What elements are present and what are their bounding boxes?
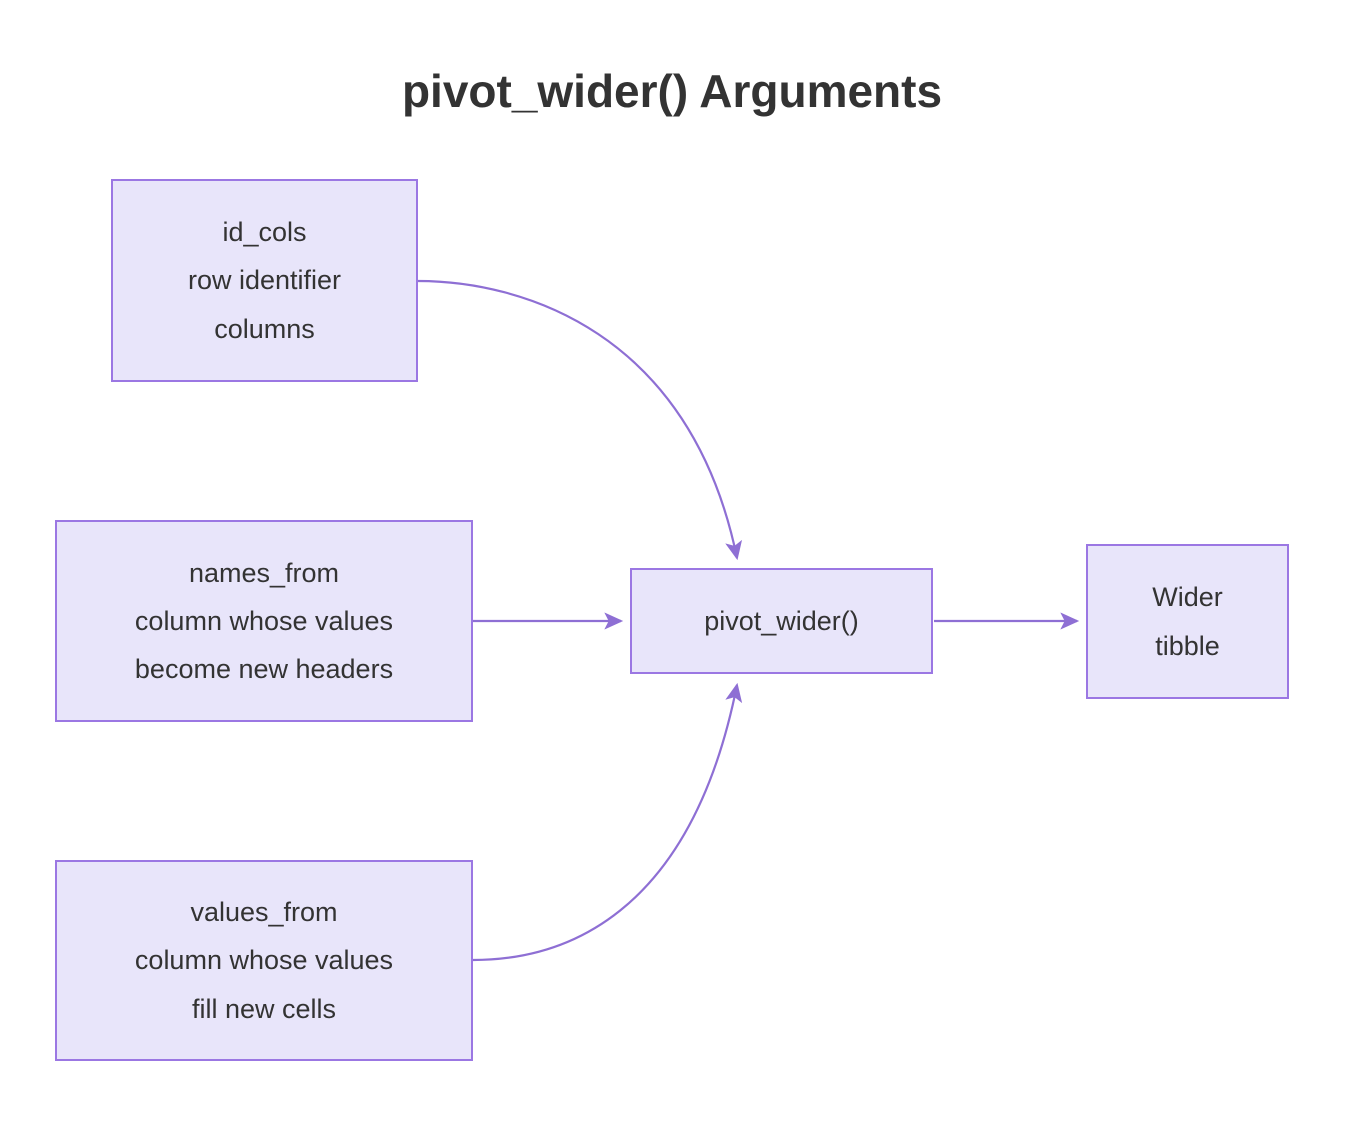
- node-values-from[interactable]: values_from column whose values fill new…: [55, 860, 473, 1061]
- node-id-cols[interactable]: id_cols row identifier columns: [111, 179, 418, 382]
- edge-id-cols-to-pivot-wider: [417, 279, 743, 561]
- node-wider-tibble-line-2: tibble: [1155, 630, 1220, 661]
- node-names-from-line-2: column whose values: [134, 605, 394, 636]
- node-pivot-wider-line-1: pivot_wider(): [704, 605, 859, 636]
- node-id-cols-line-1: id_cols: [222, 217, 307, 248]
- page-title: pivot_wider() Arguments: [401, 65, 943, 117]
- node-names-from-line-3: become new headers: [134, 654, 394, 685]
- node-wider-tibble[interactable]: Wider tibble: [1086, 544, 1289, 699]
- node-id-cols-line-3: columns: [214, 313, 315, 344]
- node-names-from[interactable]: names_from column whose values become ne…: [55, 520, 473, 722]
- node-names-from-line-1: names_from: [188, 557, 340, 588]
- node-values-from-line-1: values_from: [190, 897, 338, 928]
- node-values-from-line-2: column whose values: [134, 945, 394, 976]
- edge-values-from-to-pivot-wider: [472, 682, 743, 962]
- node-values-from-line-3: fill new cells: [191, 993, 337, 1024]
- node-wider-tibble-line-1: Wider: [1152, 582, 1223, 613]
- node-pivot-wider[interactable]: pivot_wider(): [630, 568, 933, 674]
- node-id-cols-line-2: row identifier: [187, 265, 342, 296]
